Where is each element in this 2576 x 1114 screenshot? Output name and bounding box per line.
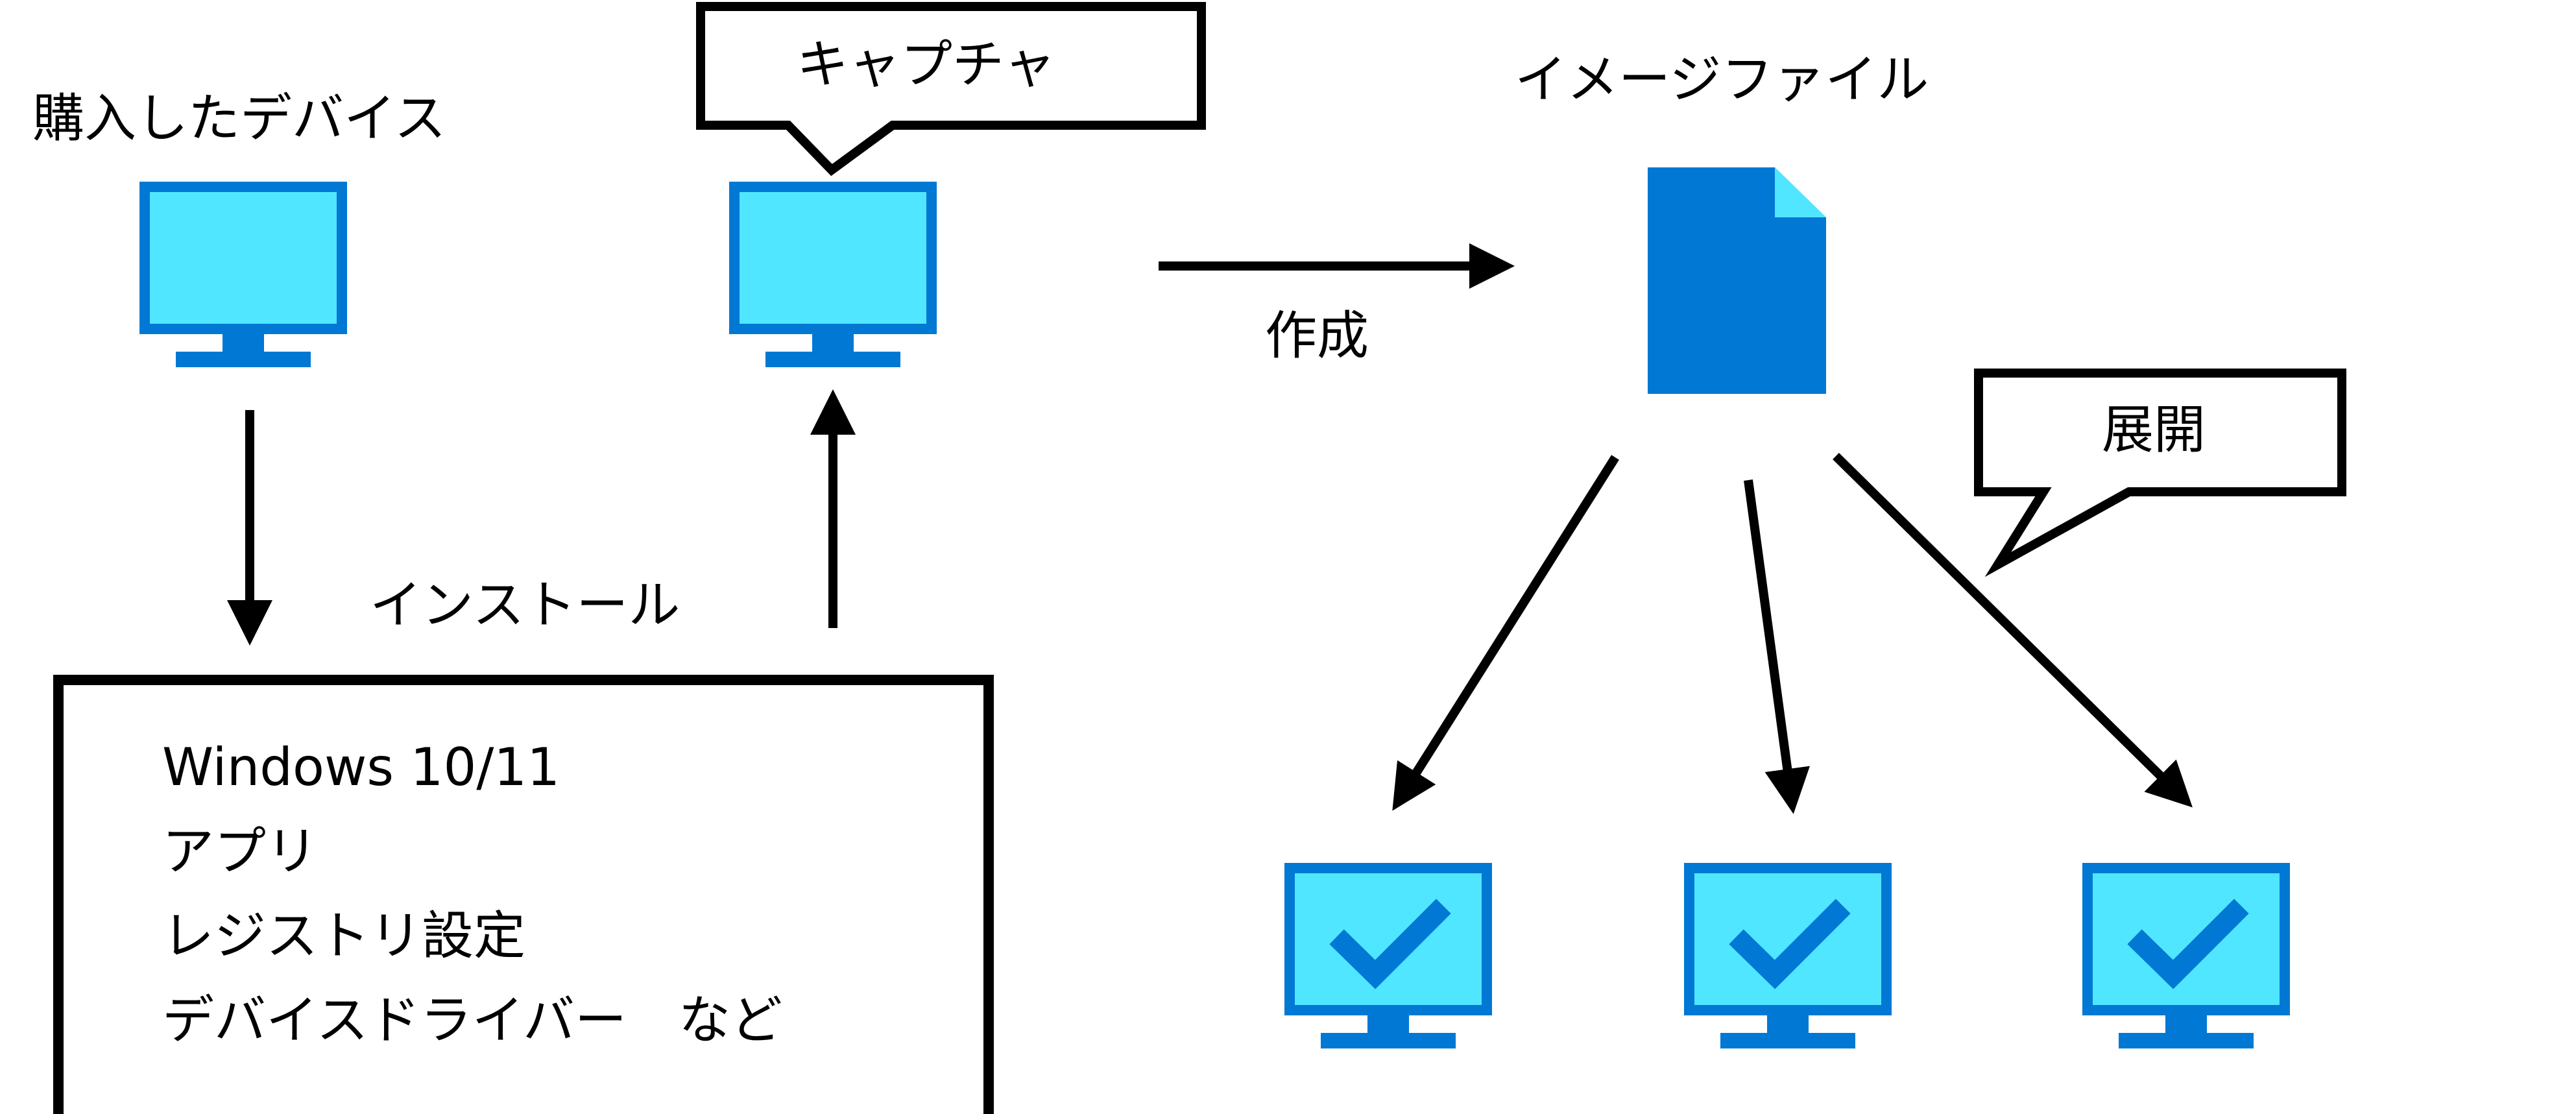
deployed-device-monitor-check-icon [1284,863,1492,1048]
install-item: レジストリ設定 [162,906,525,966]
label-capture: キャプチャ [797,34,1055,95]
arrow-deploy-left [1392,455,1619,811]
capture-device-monitor-icon [729,182,937,367]
label-install: インストール [370,575,680,635]
install-item: アプリ [162,821,318,882]
install-item: デバイスドライバー など [162,990,782,1050]
arrow-deploy-right [1833,453,2193,808]
image-file-icon [1648,167,1826,394]
purchased-device-monitor-icon [139,182,347,367]
label-purchased-device: 購入したデバイス [32,88,446,149]
label-image-file: イメージファイル [1515,49,1929,110]
install-item: Windows 10/11 [162,737,560,797]
label-deploy: 展開 [2102,400,2206,460]
deployed-device-monitor-check-icon [1684,863,1892,1048]
deploy-callout: 展開 [1974,369,2346,577]
deployed-device-monitor-check-icon [2082,863,2290,1048]
install-contents-box: Windows 10/11 アプリ レジストリ設定 デバイスドライバー など [53,675,994,1114]
label-create: 作成 [1265,306,1369,366]
arrow-deploy-middle [1744,479,1810,814]
capture-callout: キャプチャ [696,2,1206,176]
